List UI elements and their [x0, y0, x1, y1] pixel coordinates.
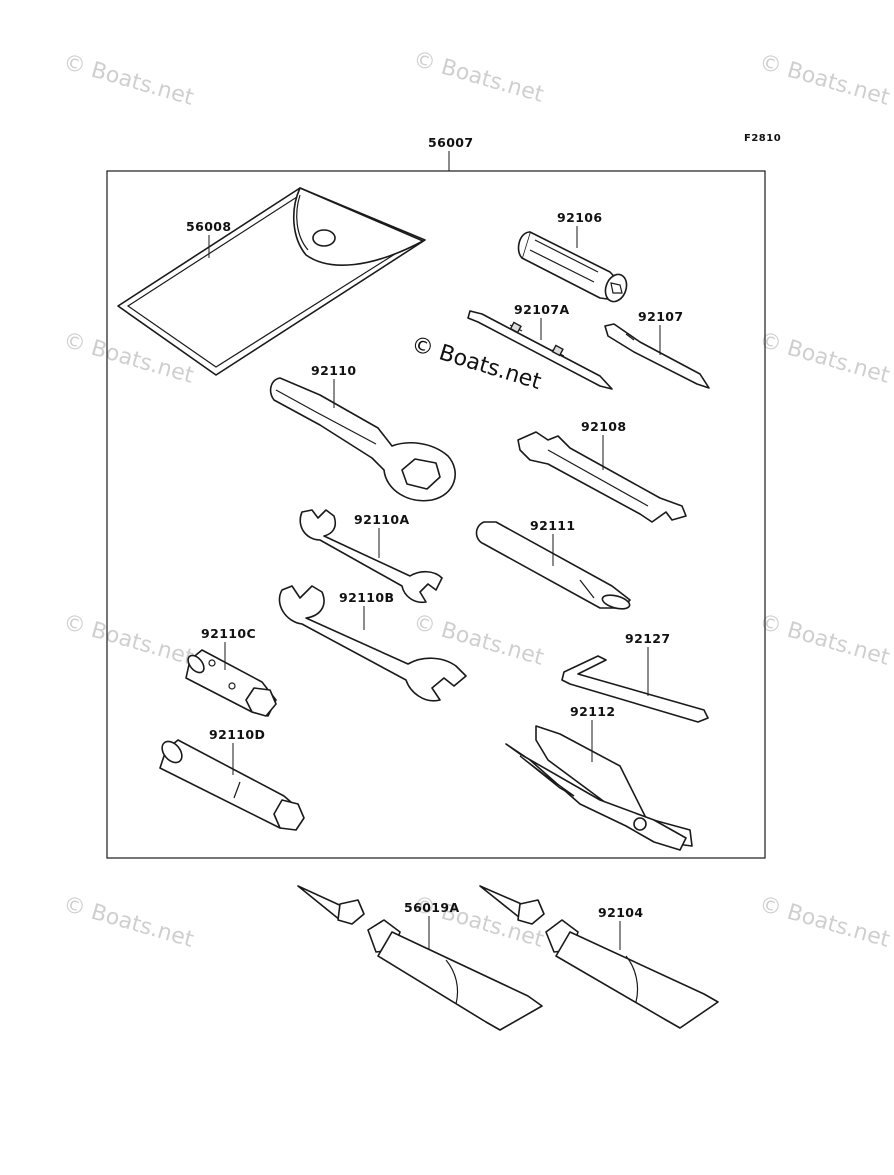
part-label-56007: 56007: [428, 135, 474, 150]
part-label-92112: 92112: [570, 704, 616, 719]
part-label-56008: 56008: [186, 219, 232, 234]
part-label-92110D: 92110D: [209, 727, 265, 742]
tool-case-drawing: [117, 187, 426, 376]
watermark: © Boats.net: [60, 892, 196, 953]
figure-code: F2810: [744, 133, 781, 144]
spoke-wrench-drawing: [517, 431, 687, 523]
watermark: © Boats.net: [756, 50, 892, 111]
extension-bar-drawing: [475, 521, 631, 610]
part-label-92104: 92104: [598, 905, 644, 920]
screwdriver-grip-drawing: [517, 231, 628, 303]
watermark-layer: © Boats.net © Boats.net © Boats.net © Bo…: [60, 47, 892, 953]
part-label-92127: 92127: [625, 631, 671, 646]
part-label-92110B: 92110B: [339, 590, 394, 605]
watermark: © Boats.net: [60, 50, 196, 111]
watermark: © Boats.net: [756, 892, 892, 953]
box-wrench-d-drawing: [159, 739, 305, 831]
part-label-92107: 92107: [638, 309, 684, 324]
part-label-92110C: 92110C: [201, 626, 256, 641]
part-label-92108: 92108: [581, 419, 627, 434]
part-label-92111: 92111: [530, 518, 576, 533]
box-wrench-c-drawing: [185, 649, 277, 717]
grease-tube-b-drawing: [479, 885, 719, 1029]
screwdriver-bit-drawing: [604, 323, 710, 389]
watermark: © Boats.net: [756, 610, 892, 671]
tool-kit-frame: [106, 170, 766, 859]
part-label-92110A: 92110A: [354, 512, 410, 527]
part-label-56019A: 56019A: [404, 900, 460, 915]
watermark: © Boats.net: [60, 610, 196, 671]
screwdriver-bit-a-drawing: [467, 310, 613, 390]
part-label-92106: 92106: [557, 210, 603, 225]
part-label-92107A: 92107A: [514, 302, 570, 317]
wrench-a-drawing: [299, 509, 443, 604]
pliers-drawing: [505, 725, 693, 851]
ring-wrench-drawing: [269, 377, 456, 502]
hex-key-drawing: [561, 655, 709, 723]
part-label-92110: 92110: [311, 363, 357, 378]
watermark: © Boats.net: [410, 47, 546, 108]
grease-tube-a-drawing: [297, 885, 543, 1031]
wrench-b-drawing: [278, 585, 467, 702]
watermark: © Boats.net: [756, 328, 892, 389]
